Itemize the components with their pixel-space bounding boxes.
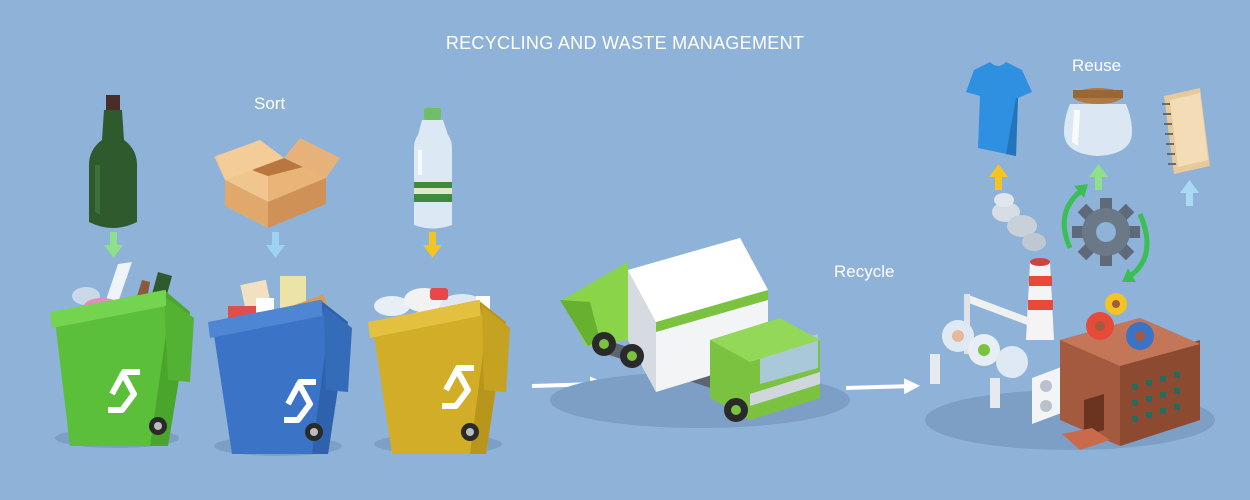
page-title: RECYCLING AND WASTE MANAGEMENT bbox=[445, 33, 805, 53]
gear-icon bbox=[1061, 184, 1150, 282]
arrow-down-icon bbox=[266, 232, 285, 258]
blue-bin-icon bbox=[208, 276, 352, 456]
step-label-recycle: Recycle bbox=[834, 262, 895, 281]
step-label-sort: Sort bbox=[254, 94, 286, 113]
arrow-down-icon bbox=[104, 232, 123, 258]
arrow-up-icon bbox=[1089, 164, 1108, 190]
arrow-up-icon bbox=[1180, 180, 1199, 206]
recycle-symbol-icon bbox=[284, 379, 316, 423]
factory-icon bbox=[925, 193, 1215, 450]
recycle-symbol-icon bbox=[442, 365, 474, 409]
flow-arrow bbox=[845, 378, 920, 395]
step-label-reuse: Reuse bbox=[1072, 56, 1122, 75]
green-bin-icon bbox=[50, 262, 194, 448]
yellow-bin-icon bbox=[368, 288, 510, 454]
t-shirt-icon bbox=[966, 62, 1032, 156]
glass-bottle-icon bbox=[88, 95, 138, 228]
garbage-truck-icon bbox=[550, 238, 850, 428]
arrow-up-icon bbox=[989, 164, 1008, 190]
cardboard-box-icon bbox=[214, 138, 340, 228]
notebook-icon bbox=[1162, 88, 1210, 174]
plastic-bottle-icon bbox=[414, 108, 452, 229]
glass-jar-icon bbox=[1064, 88, 1132, 156]
arrow-down-icon bbox=[423, 232, 442, 258]
recycle-symbol-icon bbox=[108, 369, 140, 413]
